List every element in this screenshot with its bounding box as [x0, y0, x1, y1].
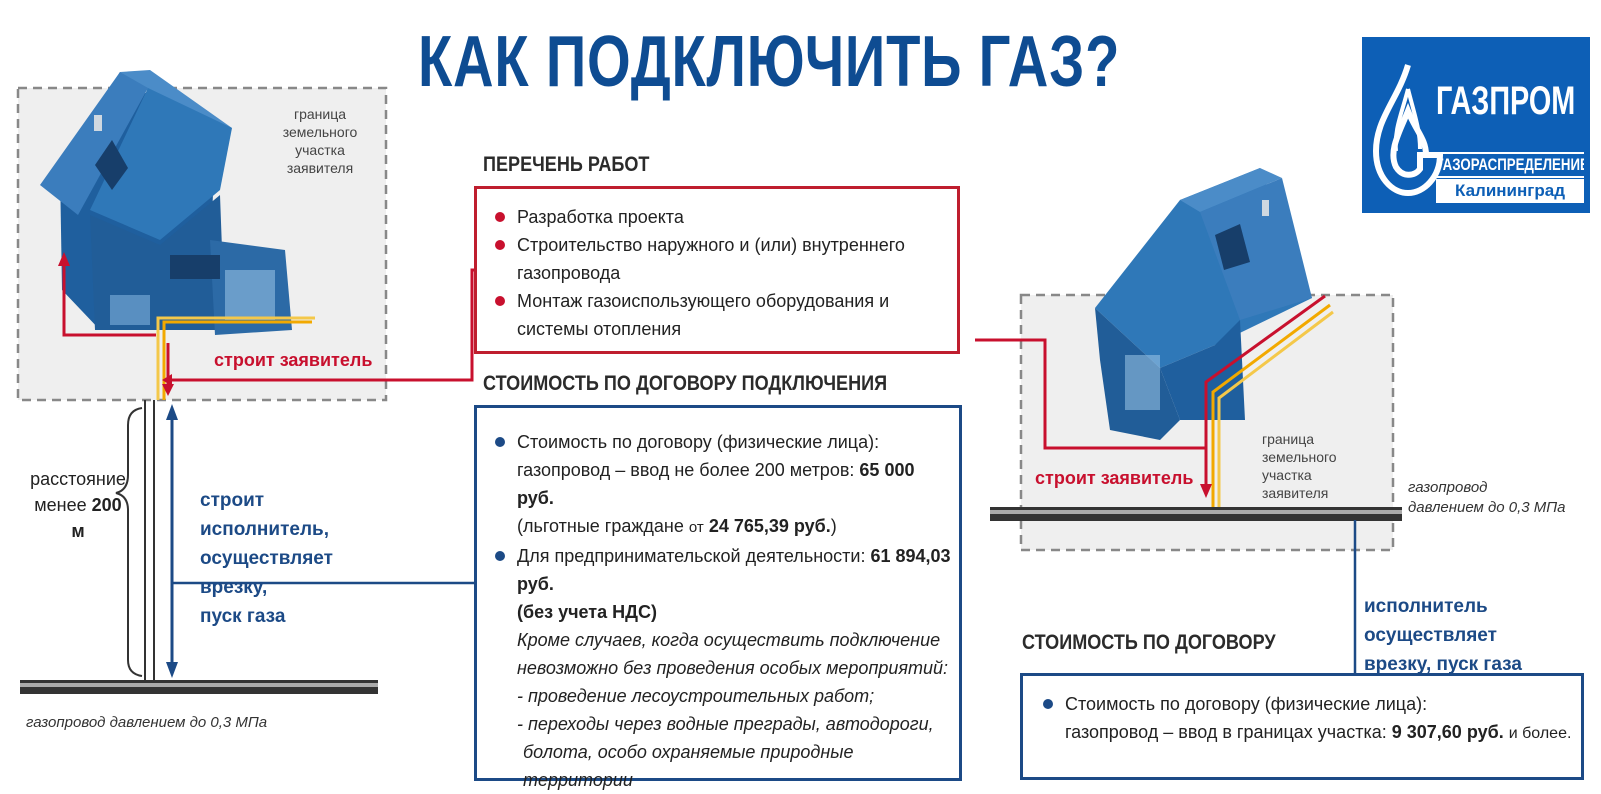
- distance-label: расстояние менее 200 м: [30, 469, 126, 541]
- left-boundary-label: граница земельного участка заявителя: [282, 106, 358, 176]
- right-builds-applicant: строит заявитель: [1035, 468, 1194, 488]
- logo-title: ГАЗПРОМ: [1436, 79, 1576, 123]
- list-item: Монтаж газоиспользующего оборудования и …: [487, 287, 945, 343]
- right-executor-label: исполнитель осуществляет врезку, пуск га…: [1364, 596, 1522, 675]
- list-item: Разработка проекта: [487, 203, 945, 231]
- logo-subtitle: ГАЗОРАСПРЕДЕЛЕНИЕ: [1436, 152, 1584, 178]
- left-builds-applicant: строит заявитель: [214, 350, 373, 370]
- right-boundary-label: граница земельного участка заявителя: [1262, 431, 1337, 501]
- page-title: КАК ПОДКЛЮЧИТЬ ГАЗ?: [418, 22, 1121, 102]
- works-box: Разработка проекта Строительство наружно…: [474, 186, 960, 354]
- list-item: Строительство наружного и (или) внутренн…: [487, 231, 945, 287]
- list-item: Стоимость по договору (физические лица):…: [487, 428, 953, 542]
- left-pipeline-label: газопровод давлением до 0,3 МПа: [26, 714, 268, 731]
- works-heading: ПЕРЕЧЕНЬ РАБОТ: [483, 153, 650, 176]
- gazprom-logo: ГАЗПРОМ ГАЗОРАСПРЕДЕЛЕНИЕ Калининград: [1362, 37, 1590, 213]
- list-item: Стоимость по договору (физические лица):…: [1035, 690, 1575, 748]
- list-item: Для предпринимательской деятельности: 61…: [487, 542, 953, 626]
- logo-city: Калининград: [1436, 179, 1584, 203]
- gazprom-flame-icon: [1372, 64, 1444, 197]
- cost2-heading: СТОИМОСТЬ ПО ДОГОВОРУ: [1022, 631, 1276, 654]
- cost2-box: Стоимость по договору (физические лица):…: [1020, 673, 1584, 780]
- cost-box: Стоимость по договору (физические лица):…: [474, 405, 962, 790]
- cost-heading: СТОИМОСТЬ ПО ДОГОВОРУ ПОДКЛЮЧЕНИЯ: [483, 372, 888, 395]
- right-pipeline-label: газопровод давлением до 0,3 МПа: [1408, 479, 1566, 516]
- left-builds-executor: строит исполнитель, осуществляет врезку,…: [200, 490, 333, 627]
- house-left-icon: [40, 70, 292, 335]
- works-list: Разработка проекта Строительство наружно…: [487, 203, 945, 343]
- cost-note: Кроме случаев, когда осуществить подключ…: [517, 630, 948, 790]
- house-right-icon: [1095, 168, 1312, 440]
